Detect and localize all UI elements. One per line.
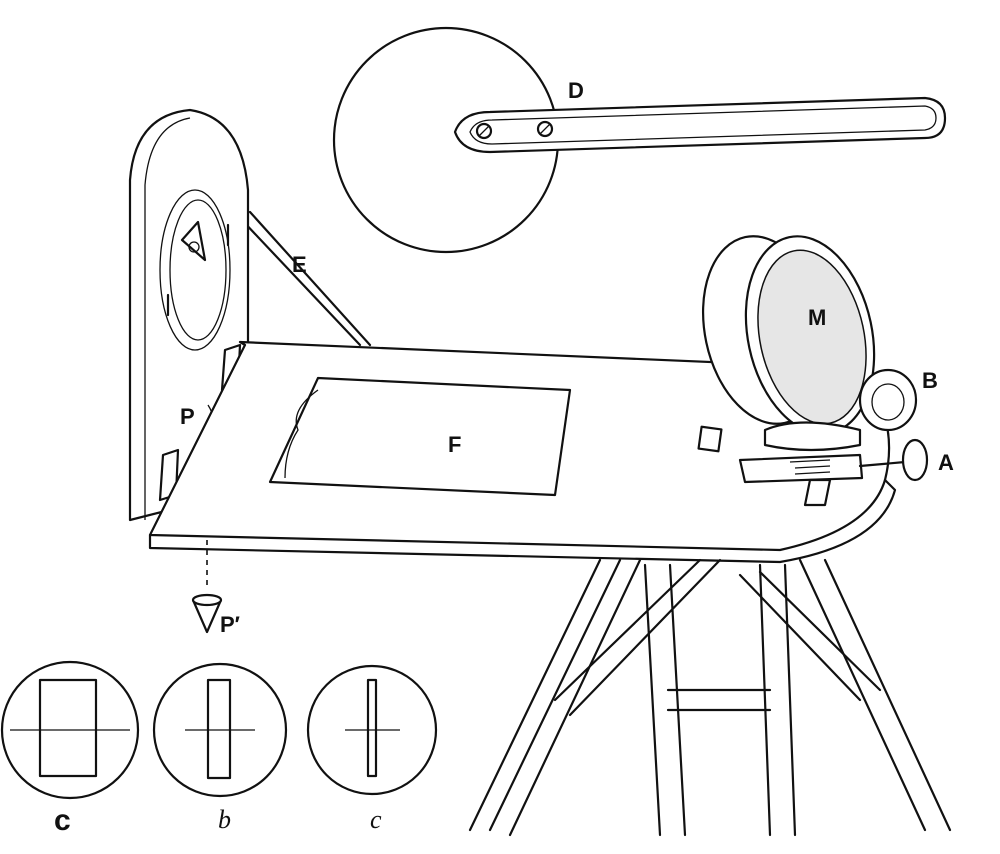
label-a: A	[938, 450, 954, 475]
label-f: F	[448, 432, 461, 457]
mirror-m	[701, 235, 929, 507]
strut-e	[238, 210, 372, 347]
inset-label-3: c	[370, 805, 382, 834]
disc-d	[332, 26, 947, 254]
label-d: D	[568, 78, 584, 103]
label-b: B	[922, 368, 938, 393]
plumb-bob	[191, 540, 223, 634]
inset-c	[306, 664, 438, 796]
table-top	[148, 340, 897, 564]
label-p: P	[180, 404, 195, 429]
trestle-legs	[468, 558, 952, 837]
inset-b	[152, 662, 288, 798]
inset-a	[0, 660, 140, 800]
label-e: E	[292, 252, 307, 277]
inset-label-1: c	[54, 804, 71, 837]
label-m: M	[808, 305, 826, 330]
inset-label-2: b	[218, 805, 231, 834]
label-p-prime: P′	[220, 612, 240, 637]
